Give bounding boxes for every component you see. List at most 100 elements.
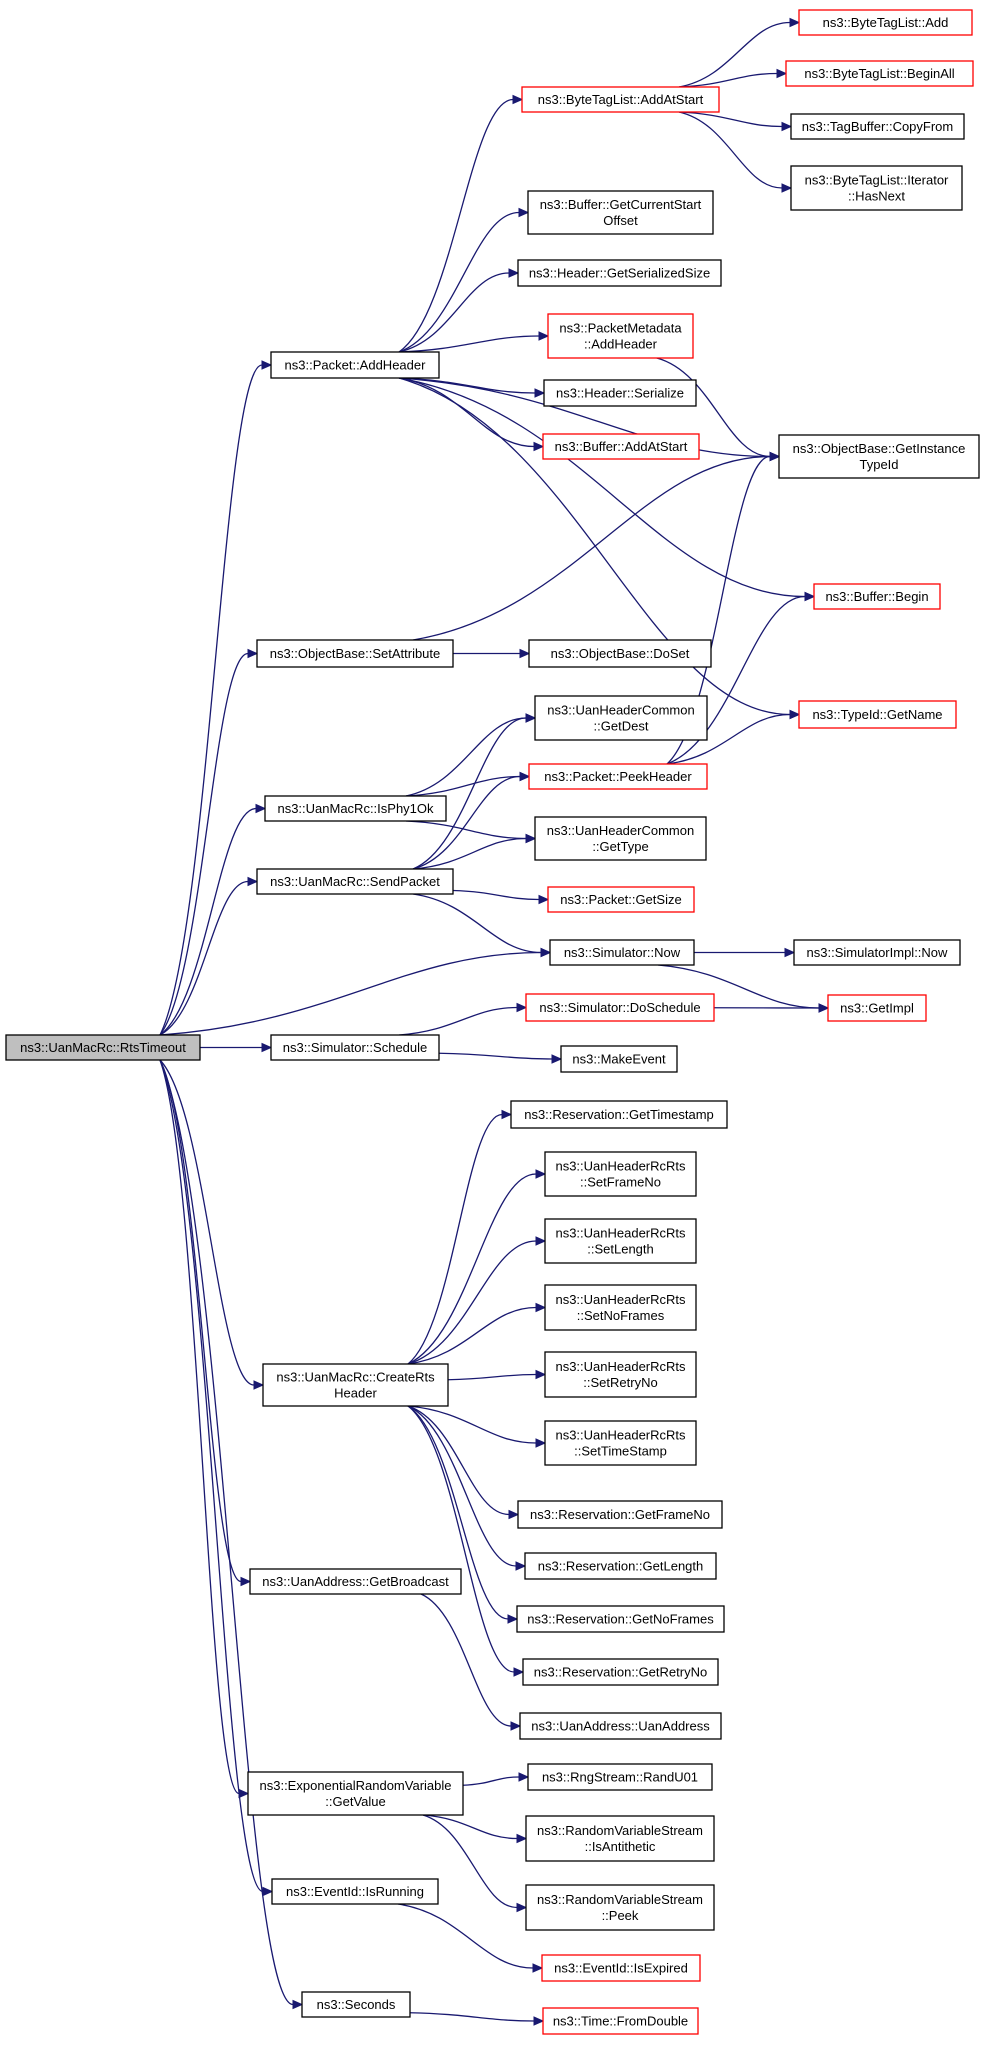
- node-buffer-begin[interactable]: ns3::Buffer::Begin: [813, 583, 941, 610]
- call-graph-edges: [159, 17, 830, 2026]
- node-uanaddress-getbroadcast[interactable]: ns3::UanAddress::GetBroadcast: [249, 1568, 462, 1595]
- node-rngstream-randu01[interactable]: ns3::RngStream::RandU01: [527, 1763, 713, 1791]
- node-packet-addheader[interactable]: ns3::Packet::AddHeader: [270, 351, 440, 379]
- node-rcrts-setnoframes[interactable]: ns3::UanHeaderRcRts::SetNoFrames: [544, 1284, 697, 1331]
- edge-rtstimeout-to-packet-addheader: [159, 360, 273, 1036]
- node-typeid-getname[interactable]: ns3::TypeId::GetName: [798, 700, 957, 729]
- edge-creatertsheader-to-rcrts-setlength: [407, 1236, 547, 1365]
- node-rtstimeout[interactable]: ns3::UanMacRc::RtsTimeout: [5, 1034, 201, 1061]
- node-label: ns3::ByteTagList::BeginAll: [804, 66, 954, 81]
- node-eventid-isrunning[interactable]: ns3::EventId::IsRunning: [271, 1878, 439, 1905]
- node-label: ns3::TagBuffer::CopyFrom: [802, 119, 954, 134]
- node-reservation-gettimestamp[interactable]: ns3::Reservation::GetTimestamp: [510, 1100, 728, 1129]
- node-rcrts-setlength[interactable]: ns3::UanHeaderRcRts::SetLength: [544, 1218, 697, 1264]
- node-box: [519, 1712, 722, 1740]
- node-label: ns3::ObjectBase::GetInstance: [793, 441, 966, 456]
- node-header-getserializedsize[interactable]: ns3::Header::GetSerializedSize: [517, 259, 722, 287]
- node-header-serialize[interactable]: ns3::Header::Serialize: [543, 379, 697, 407]
- edge-creatertsheader-to-reservation-getframeno: [407, 1405, 520, 1520]
- node-packet-getsize[interactable]: ns3::Packet::GetSize: [547, 886, 695, 913]
- node-exprv-getvalue[interactable]: ns3::ExponentialRandomVariable::GetValue: [247, 1771, 464, 1816]
- node-label: ns3::UanHeaderRcRts: [555, 1226, 686, 1241]
- node-label: ns3::UanAddress::UanAddress: [531, 1719, 710, 1734]
- node-objectbase-setattribute[interactable]: ns3::ObjectBase::SetAttribute: [256, 639, 454, 668]
- node-uanheadercommon-gettype[interactable]: ns3::UanHeaderCommon::GetType: [534, 816, 707, 861]
- node-label: ns3::EventId::IsExpired: [554, 1961, 688, 1976]
- node-reservation-getnoframes[interactable]: ns3::Reservation::GetNoFrames: [516, 1605, 725, 1633]
- node-btl-add[interactable]: ns3::ByteTagList::Add: [798, 9, 973, 36]
- node-packetmetadata-addheader[interactable]: ns3::PacketMetadata::AddHeader: [547, 313, 694, 359]
- node-label: ns3::Buffer::AddAtStart: [555, 439, 688, 454]
- node-label: ns3::Reservation::GetRetryNo: [534, 1665, 707, 1680]
- node-label: ::IsAntithetic: [585, 1839, 656, 1854]
- node-sendpacket[interactable]: ns3::UanMacRc::SendPacket: [256, 868, 454, 895]
- node-time-fromdouble[interactable]: ns3::Time::FromDouble: [542, 2007, 699, 2035]
- edge-sendpacket-to-simulator-now: [412, 893, 552, 958]
- node-box: [517, 1500, 723, 1529]
- node-label: ns3::TypeId::GetName: [812, 707, 942, 722]
- node-box: [270, 1034, 440, 1061]
- edge-btl-addatstart-to-btl-add: [678, 17, 801, 88]
- node-reservation-getlength[interactable]: ns3::Reservation::GetLength: [524, 1552, 717, 1580]
- node-uanaddress-uanaddress[interactable]: ns3::UanAddress::UanAddress: [519, 1712, 722, 1740]
- node-box: [524, 1552, 717, 1580]
- node-box: [525, 1815, 715, 1862]
- node-label: ::SetNoFrames: [577, 1308, 665, 1323]
- node-eventid-isexpired[interactable]: ns3::EventId::IsExpired: [541, 1954, 701, 1982]
- node-rcrts-settimestamp[interactable]: ns3::UanHeaderRcRts::SetTimeStamp: [544, 1420, 697, 1466]
- node-rvs-isantithetic[interactable]: ns3::RandomVariableStream::IsAntithetic: [525, 1815, 715, 1862]
- node-label: ::Peek: [602, 1908, 639, 1923]
- node-simulator-schedule[interactable]: ns3::Simulator::Schedule: [270, 1034, 440, 1061]
- node-seconds[interactable]: ns3::Seconds: [301, 1991, 411, 2018]
- node-label: ns3::UanHeaderCommon: [547, 823, 694, 838]
- node-btl-iter-hasnext[interactable]: ns3::ByteTagList::Iterator::HasNext: [790, 165, 963, 211]
- node-box: [525, 1884, 715, 1931]
- edge-rtstimeout-to-simulator-schedule: [200, 1042, 273, 1053]
- node-label: ns3::Simulator::Now: [564, 945, 681, 960]
- edge-packet-peekheader-to-typeid-getname: [666, 709, 801, 765]
- edge-exprv-getvalue-to-rngstream-randu01: [462, 1772, 530, 1786]
- node-box: [547, 313, 694, 359]
- node-label: ns3::UanMacRc::CreateRts: [276, 1370, 435, 1385]
- node-packet-peekheader[interactable]: ns3::Packet::PeekHeader: [528, 763, 708, 790]
- node-label: ns3::Reservation::GetLength: [538, 1559, 704, 1574]
- node-simulator-now[interactable]: ns3::Simulator::Now: [549, 939, 695, 966]
- node-simulator-doschedule[interactable]: ns3::Simulator::DoSchedule: [525, 993, 715, 1022]
- edge-rtstimeout-to-eventid-isrunning: [159, 1059, 274, 1897]
- node-box: [813, 583, 941, 610]
- node-box: [510, 1100, 728, 1129]
- node-label: ::SetTimeStamp: [574, 1444, 667, 1459]
- edge-sendpacket-to-uanheadercommon-getdest: [412, 713, 537, 870]
- node-label: ns3::Header::Serialize: [556, 386, 684, 401]
- node-btl-addatstart[interactable]: ns3::ByteTagList::AddAtStart: [521, 86, 720, 113]
- node-reservation-getretryno[interactable]: ns3::Reservation::GetRetryNo: [522, 1658, 719, 1686]
- edge-creatertsheader-to-rcrts-setnoframes: [407, 1302, 547, 1365]
- node-uanheadercommon-getdest[interactable]: ns3::UanHeaderCommon::GetDest: [534, 695, 708, 741]
- node-rvs-peek[interactable]: ns3::RandomVariableStream::Peek: [525, 1884, 715, 1931]
- node-label: ns3::PacketMetadata: [559, 321, 682, 336]
- node-rcrts-setretryno[interactable]: ns3::UanHeaderRcRts::SetRetryNo: [544, 1351, 697, 1398]
- node-objectbase-doset[interactable]: ns3::ObjectBase::DoSet: [528, 639, 712, 668]
- node-rcrts-setframeno[interactable]: ns3::UanHeaderRcRts::SetFrameNo: [544, 1151, 697, 1197]
- edge-creatertsheader-to-reservation-getretryno: [407, 1405, 525, 1677]
- node-box: [541, 1954, 701, 1982]
- node-box: [544, 1351, 697, 1398]
- node-label: ns3::Reservation::GetFrameNo: [530, 1507, 710, 1522]
- node-box: [827, 994, 927, 1022]
- edge-packet-addheader-to-header-serialize: [398, 377, 546, 398]
- node-tagbuffer-copyfrom[interactable]: ns3::TagBuffer::CopyFrom: [790, 113, 965, 140]
- node-label: ns3::ByteTagList::Add: [823, 15, 949, 30]
- node-box: [528, 763, 708, 790]
- edge-creatertsheader-to-rcrts-settimestamp: [407, 1405, 547, 1448]
- node-reservation-getframeno[interactable]: ns3::Reservation::GetFrameNo: [517, 1500, 723, 1529]
- node-getimpl[interactable]: ns3::GetImpl: [827, 994, 927, 1022]
- node-isphy1ok[interactable]: ns3::UanMacRc::IsPhy1Ok: [264, 795, 447, 822]
- node-buffer-addatstart[interactable]: ns3::Buffer::AddAtStart: [542, 433, 700, 460]
- node-box: [5, 1034, 201, 1061]
- node-btl-beginall[interactable]: ns3::ByteTagList::BeginAll: [785, 60, 974, 87]
- node-simulatorimpl-now[interactable]: ns3::SimulatorImpl::Now: [793, 939, 961, 966]
- node-makeevent[interactable]: ns3::MakeEvent: [560, 1045, 678, 1073]
